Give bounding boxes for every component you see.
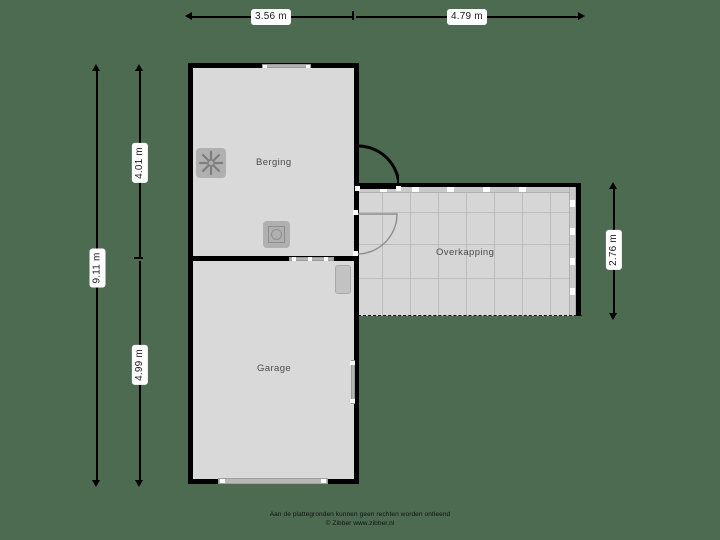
dim-top-tick-mid bbox=[352, 11, 354, 20]
wall-right bbox=[354, 63, 359, 484]
cabinet bbox=[335, 265, 351, 294]
dim-left-inner-label-2: 4.99 m bbox=[131, 345, 148, 385]
opening-cap-2 bbox=[308, 257, 312, 261]
wall-left bbox=[188, 63, 193, 484]
room-label-overkapping: Overkapping bbox=[436, 247, 495, 258]
overkapping-floor bbox=[358, 186, 580, 316]
dim-left-outer-arrow-top bbox=[92, 64, 100, 71]
garage-door-cap-left bbox=[220, 479, 225, 483]
overkapping-post-r4 bbox=[570, 288, 575, 295]
washing-machine bbox=[263, 221, 290, 248]
overkapping-outer-wall-top bbox=[358, 183, 581, 187]
dim-right-arrow-top bbox=[609, 182, 617, 189]
door-stop-berging bbox=[396, 186, 401, 191]
dim-left-outer-label: 9.11 m bbox=[89, 248, 106, 288]
door-hinge-canopy bbox=[353, 210, 358, 215]
door-swing-arc-canopy bbox=[356, 213, 398, 255]
washing-machine-drum-icon bbox=[271, 229, 282, 240]
opening-cap-3 bbox=[324, 257, 328, 261]
window-cap-bottom-garage bbox=[350, 399, 355, 403]
overkapping-post-1 bbox=[380, 187, 387, 192]
overkapping-post-2 bbox=[412, 187, 419, 192]
overkapping-post-4 bbox=[483, 187, 490, 192]
window-cap-left-1 bbox=[263, 65, 267, 68]
footer-copyright: © Zibber www.zibber.nl bbox=[325, 520, 395, 527]
garage-floor bbox=[192, 261, 355, 480]
dim-left-inner-arrow-bottom bbox=[135, 480, 143, 487]
garage-door bbox=[218, 478, 328, 484]
garage-door-cap-right bbox=[321, 479, 326, 483]
dim-left-outer-arrow-bottom bbox=[92, 480, 100, 487]
wall-interior-divider bbox=[188, 256, 359, 261]
door-leaf-berging bbox=[356, 186, 400, 189]
window-cap-top-garage bbox=[350, 361, 355, 365]
overkapping-post-5 bbox=[519, 187, 526, 192]
opening-cap-1 bbox=[292, 257, 296, 261]
asterisk-vent-icon bbox=[198, 150, 224, 176]
overkapping-open-edge-bottom bbox=[358, 315, 582, 316]
dim-left-inner-arrow-top bbox=[135, 64, 143, 71]
dim-top-arrow-left-1 bbox=[185, 12, 192, 20]
door-hinge-berging bbox=[355, 186, 360, 191]
door-stop-canopy bbox=[353, 251, 358, 256]
dim-left-inner-tick-mid bbox=[134, 257, 143, 259]
door-jamb-berging bbox=[356, 143, 359, 187]
overkapping-post-r1 bbox=[570, 200, 575, 207]
washing-machine-icon bbox=[268, 226, 285, 243]
dim-top-label-2: 4.79 m bbox=[447, 9, 487, 25]
dim-right-label: 2.76 m bbox=[605, 230, 622, 270]
window-berging-north bbox=[262, 64, 311, 68]
room-label-garage: Garage bbox=[257, 363, 292, 374]
dim-top-arrow-right-2 bbox=[578, 12, 585, 20]
dim-top-label-1: 3.56 m bbox=[251, 9, 291, 25]
overkapping-gridlines bbox=[358, 186, 580, 316]
window-garage-east bbox=[351, 360, 355, 404]
window-cap-right-1 bbox=[306, 65, 310, 68]
door-swing-arc-berging bbox=[357, 144, 399, 188]
heating-unit bbox=[196, 148, 226, 178]
dim-left-inner-label-1: 4.01 m bbox=[131, 143, 148, 183]
dim-right-arrow-bottom bbox=[609, 313, 617, 320]
room-label-berging: Berging bbox=[256, 157, 292, 168]
overkapping-post-r3 bbox=[570, 258, 575, 265]
footer-disclaimer: Aan de plattegronden kunnen geen rechten… bbox=[269, 511, 451, 518]
overkapping-outer-wall-right bbox=[576, 183, 581, 316]
overkapping-post-r2 bbox=[570, 228, 575, 235]
overkapping-post-3 bbox=[447, 187, 454, 192]
